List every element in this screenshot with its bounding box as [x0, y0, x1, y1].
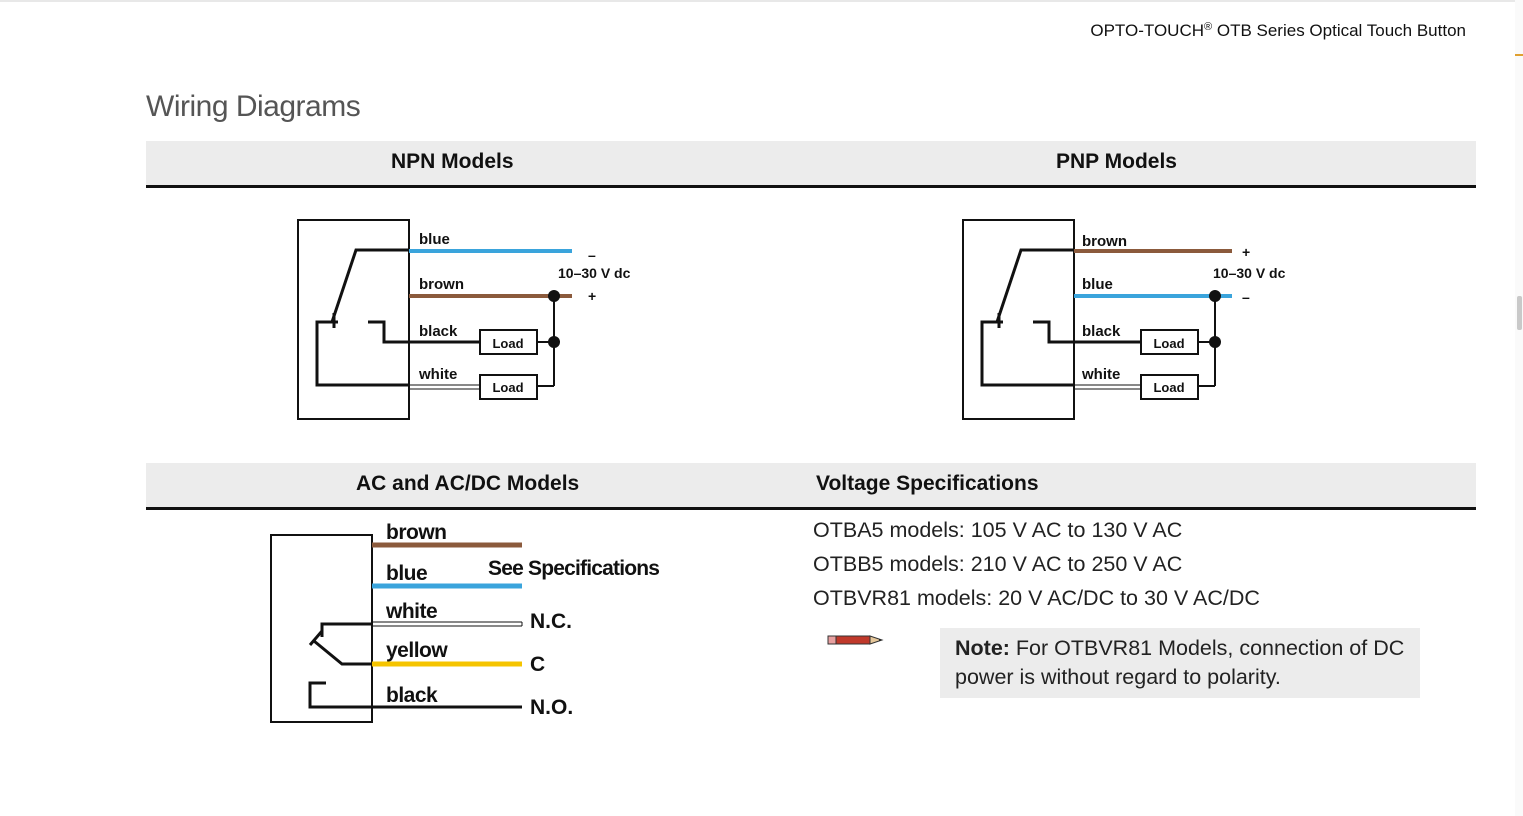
section-band-bottom [146, 463, 1476, 510]
product-subtitle: OTB Series Optical Touch Button [1212, 21, 1466, 40]
note-label: Note: [955, 636, 1010, 660]
npn-switch-output [368, 320, 409, 344]
npn-minus-sign: – [588, 247, 596, 263]
pnp-plus-sign: + [1242, 244, 1250, 260]
npn-label-black: black [419, 323, 458, 340]
scrollbar-marker [1515, 54, 1523, 56]
pnp-load-2 [1140, 374, 1199, 400]
pnp-label-black: black [1082, 323, 1121, 340]
npn-junction-mid [548, 336, 560, 348]
product-name: OPTO-TOUCH [1090, 21, 1205, 40]
npn-switch-lower [315, 320, 409, 387]
npn-wiring-diagram: blue brown black white – 10–30 V dc + Lo… [297, 219, 631, 420]
pnp-label-white: white [1081, 366, 1120, 383]
npn-load-2-label: Load [492, 380, 523, 395]
ac-section-title: AC and AC/DC Models [356, 472, 580, 495]
ac-switch-common [313, 639, 372, 666]
pnp-label-blue: blue [1082, 276, 1113, 293]
pnp-load-2-label: Load [1153, 380, 1184, 395]
scrollbar-thumb[interactable] [1517, 296, 1522, 330]
pnp-section-title: PNP Models [1056, 150, 1177, 173]
pnp-junction-top [1209, 290, 1221, 302]
top-divider [0, 0, 1523, 2]
pencil-icon [827, 635, 884, 645]
voltage-spec-otbb5: OTBB5 models: 210 V AC to 250 V AC [813, 552, 1183, 576]
npn-label-blue: blue [419, 231, 450, 248]
npn-junction-top [548, 290, 560, 302]
pnp-supply-label: 10–30 V dc [1213, 265, 1286, 281]
npn-plus-sign: + [588, 288, 596, 304]
npn-supply-label: 10–30 V dc [558, 265, 631, 281]
ac-label-blue: blue [386, 562, 427, 585]
npn-switch-symbol [330, 248, 409, 323]
note-text: For OTBVR81 Models, connection of DC pow… [955, 636, 1405, 689]
voltage-spec-otbvr81: OTBVR81 models: 20 V AC/DC to 30 V AC/DC [813, 586, 1260, 610]
ac-terminal-c: C [530, 653, 545, 676]
ac-label-white: white [385, 600, 437, 623]
pnp-switch-symbol [995, 248, 1074, 323]
npn-load-1 [479, 329, 538, 355]
pnp-junction-mid [1209, 336, 1221, 348]
ac-switch-no-contact [308, 681, 372, 709]
pnp-switch-lower [980, 320, 1074, 387]
ac-label-brown: brown [386, 521, 447, 544]
section-band-top [146, 141, 1476, 188]
ac-terminal-no: N.O. [530, 696, 573, 719]
ac-label-black: black [386, 684, 438, 707]
scrollbar-track[interactable] [1515, 0, 1523, 816]
registered-mark: ® [1204, 21, 1213, 33]
note-box: Note: For OTBVR81 Models, connection of … [940, 628, 1420, 698]
document-header: OPTO-TOUCH® OTB Series Optical Touch But… [1090, 21, 1466, 41]
pnp-load-1 [1140, 329, 1199, 355]
npn-load-1-label: Load [492, 336, 523, 351]
ac-wiring-diagram: brown blue white yellow black See Specif… [270, 521, 660, 723]
voltage-spec-otba5: OTBA5 models: 105 V AC to 130 V AC [813, 518, 1183, 542]
pnp-wiring-diagram: brown blue black white + 10–30 V dc – Lo… [962, 219, 1286, 420]
npn-section-title: NPN Models [391, 150, 514, 173]
ac-label-yellow: yellow [386, 639, 448, 662]
pnp-minus-sign: – [1242, 289, 1250, 305]
pnp-switch-output [1033, 320, 1074, 344]
pnp-load-1-label: Load [1153, 336, 1184, 351]
voltage-section-title: Voltage Specifications [816, 472, 1039, 495]
page-title: Wiring Diagrams [146, 90, 361, 123]
ac-terminal-nc: N.C. [530, 610, 572, 633]
ac-see-specifications: See Specifications [488, 557, 659, 580]
npn-label-white: white [418, 366, 457, 383]
npn-label-brown: brown [419, 276, 464, 293]
pnp-label-brown: brown [1082, 233, 1127, 250]
